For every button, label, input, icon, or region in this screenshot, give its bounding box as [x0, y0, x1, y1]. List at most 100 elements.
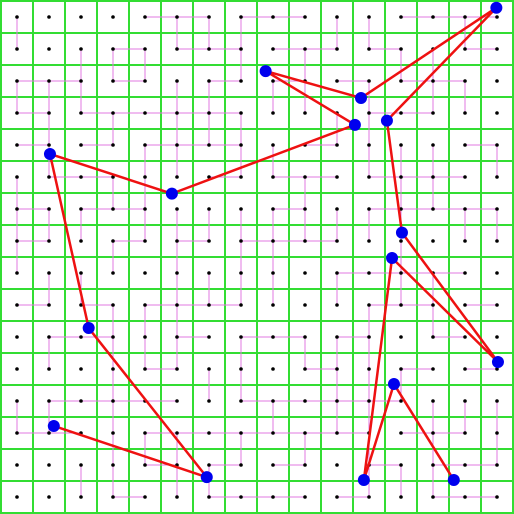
- maze-dot: [111, 111, 115, 115]
- maze-dot: [47, 143, 51, 147]
- maze-dot: [207, 303, 211, 307]
- maze-dot: [431, 239, 435, 243]
- path-node[interactable]: [386, 251, 399, 264]
- maze-dot: [143, 271, 147, 275]
- maze-dot: [207, 335, 211, 339]
- path-node[interactable]: [43, 147, 56, 160]
- maze-dot: [495, 431, 499, 435]
- path-edges: [48, 6, 500, 482]
- maze-dot: [15, 399, 19, 403]
- maze-dot: [399, 15, 403, 19]
- maze-dot: [79, 111, 83, 115]
- maze-dot: [463, 207, 467, 211]
- maze-dot: [143, 15, 147, 19]
- maze-dot: [463, 111, 467, 115]
- maze-dot: [175, 271, 179, 275]
- maze-dot: [47, 399, 51, 403]
- maze-dot: [15, 111, 19, 115]
- maze-dot: [47, 463, 51, 467]
- maze-dot: [175, 399, 179, 403]
- maze-dot: [47, 47, 51, 51]
- maze-dot: [47, 303, 51, 307]
- path-node[interactable]: [491, 355, 504, 368]
- maze-dot: [111, 207, 115, 211]
- maze-dot: [239, 143, 243, 147]
- maze-dot: [303, 463, 307, 467]
- maze-dot: [271, 495, 275, 499]
- maze-dot: [47, 271, 51, 275]
- maze-dot: [271, 111, 275, 115]
- maze-dot: [207, 207, 211, 211]
- maze-dot: [111, 463, 115, 467]
- maze-dot: [335, 271, 339, 275]
- path-node[interactable]: [165, 187, 178, 200]
- maze-dot: [239, 15, 243, 19]
- maze-dot: [175, 207, 179, 211]
- path-node[interactable]: [82, 322, 95, 335]
- maze-dot: [303, 367, 307, 371]
- maze-dot: [239, 335, 243, 339]
- maze-dot: [463, 335, 467, 339]
- path-node[interactable]: [380, 114, 393, 127]
- maze-dot: [239, 463, 243, 467]
- maze-dot: [143, 79, 147, 83]
- maze-dot: [495, 207, 499, 211]
- path-node[interactable]: [387, 378, 400, 391]
- maze-dot: [15, 15, 19, 19]
- maze-dot: [175, 175, 179, 179]
- path-edge: [48, 152, 174, 195]
- maze-dot: [207, 79, 211, 83]
- path-node[interactable]: [259, 65, 272, 78]
- maze-dot: [335, 431, 339, 435]
- path-edge: [390, 256, 500, 364]
- maze-dot: [47, 495, 51, 499]
- maze-dot: [463, 15, 467, 19]
- path-edge: [264, 69, 363, 100]
- maze-dot: [79, 271, 83, 275]
- path-edge: [400, 231, 500, 364]
- path-nodes[interactable]: [43, 1, 504, 487]
- maze-dot: [15, 335, 19, 339]
- maze-dot: [271, 239, 275, 243]
- maze-dot: [47, 175, 51, 179]
- maze-dot: [79, 239, 83, 243]
- maze-dot: [431, 367, 435, 371]
- maze-dot: [175, 47, 179, 51]
- path-node[interactable]: [355, 91, 367, 104]
- maze-dot: [399, 495, 403, 499]
- maze-dot: [15, 175, 19, 179]
- path-edge: [385, 119, 404, 234]
- path-edge: [362, 256, 394, 482]
- maze-dot: [431, 143, 435, 147]
- path-node[interactable]: [395, 226, 408, 239]
- maze-dot: [271, 463, 275, 467]
- maze-dot: [239, 175, 243, 179]
- maze-dot: [431, 175, 435, 179]
- maze-dot: [143, 303, 147, 307]
- path-node[interactable]: [47, 419, 60, 432]
- path-node[interactable]: [348, 118, 361, 131]
- maze-dot: [399, 367, 403, 371]
- maze-dot: [335, 399, 339, 403]
- maze-dot: [79, 463, 83, 467]
- maze-dot: [239, 47, 243, 51]
- maze-dot: [15, 495, 19, 499]
- maze-dot: [303, 111, 307, 115]
- maze-dot: [303, 15, 307, 19]
- maze-dot: [239, 207, 243, 211]
- path-node[interactable]: [447, 474, 460, 487]
- path-node[interactable]: [357, 474, 370, 487]
- path-edge: [385, 6, 498, 122]
- maze-dot: [431, 15, 435, 19]
- maze-dot: [143, 431, 147, 435]
- maze-dot: [495, 79, 499, 83]
- maze-dot: [111, 335, 115, 339]
- maze-dot: [495, 367, 499, 371]
- maze-dot: [271, 303, 275, 307]
- maze-dot: [431, 335, 435, 339]
- path-node[interactable]: [200, 471, 213, 484]
- path-node[interactable]: [490, 1, 503, 14]
- maze-dot: [79, 47, 83, 51]
